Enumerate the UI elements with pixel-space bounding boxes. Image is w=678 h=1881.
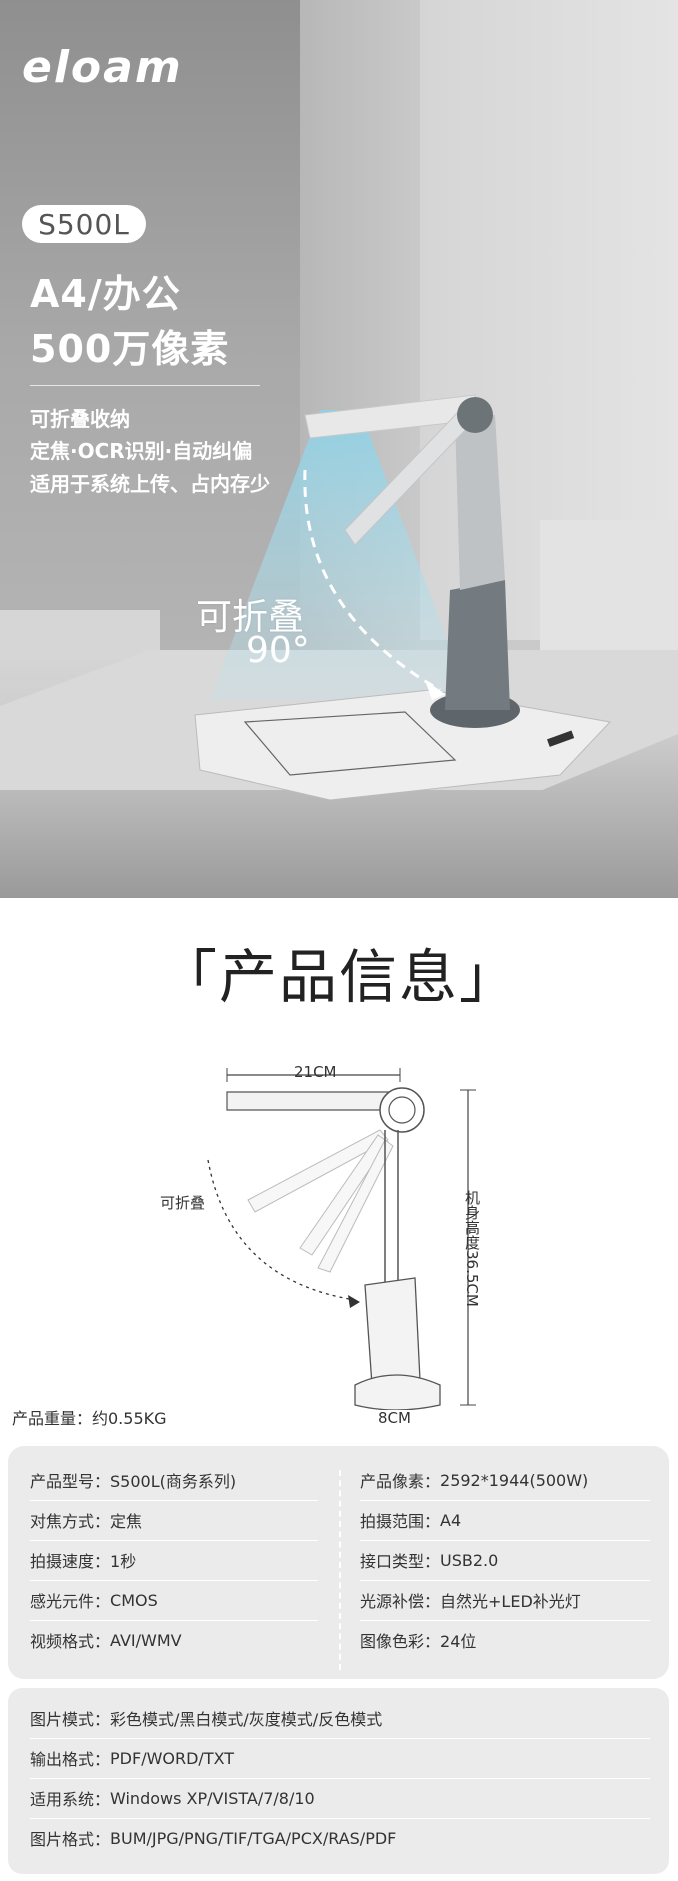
spec-value: BUM/JPG/PNG/TIF/TGA/PCX/RAS/PDF: [110, 1828, 397, 1848]
column-divider: [339, 1470, 341, 1670]
diagram-fold-label: 可折叠: [160, 1194, 206, 1212]
spec-row: 输出格式：PDF/WORD/TXT: [30, 1738, 650, 1779]
spec-value: 彩色模式/黑白模式/灰度模式/反色模式: [110, 1710, 383, 1729]
dimension-diagram: [207, 1068, 476, 1410]
spec-key: 光源补偿：: [360, 1592, 441, 1611]
scan-area-frame: [243, 711, 457, 776]
spec-key: 输出格式：: [30, 1750, 111, 1769]
spec-value: 24位: [440, 1632, 477, 1651]
spec-key: 图像色彩：: [360, 1632, 441, 1651]
spec-panel-secondary: [8, 1688, 669, 1874]
spec-key: 拍摄速度：: [30, 1552, 111, 1571]
scanner-illustration: [194, 394, 611, 801]
scanner-column: [445, 580, 510, 710]
spec-row: 对焦方式：定焦: [30, 1500, 318, 1541]
spec-row: 感光元件：CMOS: [30, 1580, 318, 1621]
spec-panel-primary: [8, 1446, 669, 1679]
spec-value: PDF/WORD/TXT: [110, 1748, 235, 1768]
scanner-upper-column: [455, 415, 505, 590]
spec-key: 接口类型：: [360, 1552, 441, 1571]
spec-row: 产品型号：S500L(商务系列): [30, 1460, 318, 1501]
spec-key: 感光元件：: [30, 1592, 111, 1611]
spec-key: 视频格式：: [30, 1632, 111, 1651]
spec-row: 视频格式：AVI/WMV: [30, 1620, 318, 1660]
spec-value: A4: [440, 1510, 462, 1530]
headline-secondary: 500万像素: [30, 327, 230, 371]
spec-value: 自然光+LED补光灯: [440, 1592, 581, 1611]
fold-arrow-icon: [425, 680, 445, 700]
spec-row: 适用系统：Windows XP/VISTA/7/8/10: [30, 1778, 650, 1819]
model-badge: S500L: [22, 205, 146, 243]
spec-value: S500L(商务系列): [110, 1472, 237, 1491]
headline-primary: A4/办公: [30, 272, 181, 316]
spec-value: CMOS: [110, 1590, 158, 1610]
section-title: 「产品信息」: [158, 943, 519, 1011]
spec-key: 产品像素：: [360, 1472, 441, 1491]
spec-key: 适用系统：: [30, 1790, 111, 1809]
feature-text: 可折叠收纳: [30, 407, 130, 431]
spec-row: 图片格式：BUM/JPG/PNG/TIF/TGA/PCX/RAS/PDF: [30, 1818, 650, 1858]
scanner-hinge: [457, 397, 493, 433]
base-width-label: 8CM: [378, 1409, 411, 1427]
feature-text: 定焦·OCR识别·自动纠偏: [30, 439, 253, 463]
spec-key: 拍摄范围：: [360, 1512, 441, 1531]
spec-row: 产品像素：2592*1944(500W): [360, 1460, 650, 1501]
scan-mat: [194, 689, 611, 801]
spec-row: 光源补偿：自然光+LED补光灯: [360, 1580, 650, 1621]
spec-value: AVI/WMV: [110, 1630, 182, 1650]
spec-row: 图片模式：彩色模式/黑白模式/灰度模式/反色模式: [30, 1698, 650, 1739]
product-weight: 产品重量：约0.55KG: [12, 1409, 167, 1428]
spec-value: Windows XP/VISTA/7/8/10: [110, 1788, 315, 1808]
feature-text: 适用于系统上传、占内存少: [30, 472, 270, 496]
height-label: 机身高度36.5CM: [463, 1190, 481, 1307]
spec-value: 定焦: [110, 1512, 143, 1531]
spec-key: 图片模式：: [30, 1710, 111, 1729]
mat-logo: [547, 730, 575, 747]
spec-value: 1秒: [110, 1552, 137, 1571]
spec-key: 产品型号：: [30, 1472, 111, 1491]
spec-row: 拍摄速度：1秒: [30, 1540, 318, 1581]
fold-label: 可折叠: [196, 597, 305, 638]
spec-key: 对焦方式：: [30, 1512, 111, 1531]
spec-key: 图片格式：: [30, 1830, 111, 1849]
width-label: 21CM: [294, 1063, 337, 1081]
headline-divider: [30, 385, 260, 386]
fold-arc: [303, 469, 441, 692]
spec-row: 图像色彩：24位: [360, 1620, 650, 1660]
spec-row: 拍摄范围：A4: [360, 1500, 650, 1541]
spec-value: USB2.0: [440, 1550, 499, 1570]
scan-light-beam: [210, 410, 470, 700]
fold-degree: 90°: [246, 630, 310, 671]
spec-row: 接口类型：USB2.0: [360, 1540, 650, 1581]
spec-value: 2592*1944(500W): [440, 1470, 589, 1490]
hero-banner: eloam S500L A4/办公 500万像素 可折叠收纳 定焦·OCR识别·…: [0, 0, 678, 898]
brand-logo: eloam: [22, 42, 183, 93]
